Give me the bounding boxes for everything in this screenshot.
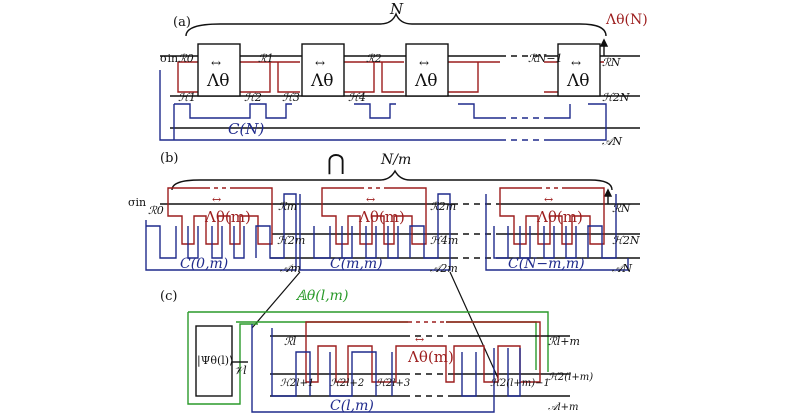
panel-a: (a) N Λθ(N) ↔ Λθ ↔ Λθ ↔ — [159, 0, 648, 148]
svg-text:↔: ↔ — [419, 56, 429, 70]
svg-text:Λθ(m): Λθ(m) — [536, 208, 583, 226]
svg-text:↔: ↔ — [571, 56, 581, 70]
svg-text:Λθ: Λθ — [414, 71, 438, 91]
svg-text:Λθ(m): Λθ(m) — [204, 208, 251, 226]
gate-box — [405, 43, 449, 97]
panel-a-label: (a) — [173, 15, 191, 30]
panel-a-register-path — [177, 61, 604, 93]
svg-text:ℛl+m: ℛl+m — [548, 335, 580, 348]
svg-text:ℛ1: ℛ1 — [258, 52, 274, 65]
gate-box — [197, 43, 241, 97]
svg-text:ℋ3: ℋ3 — [282, 91, 300, 104]
svg-text:𝒜l+m: 𝒜l+m — [548, 402, 579, 413]
svg-text:↔: ↔ — [366, 193, 375, 206]
panel-a-brace — [185, 12, 607, 37]
svg-text:↔: ↔ — [211, 56, 221, 70]
svg-text:ℛ0: ℛ0 — [148, 204, 164, 217]
svg-text:↔: ↔ — [315, 56, 325, 70]
svg-text:ℛ2: ℛ2 — [366, 52, 382, 65]
panel-b-cap: ⋂ — [327, 151, 345, 176]
svg-text:C(N−m,m): C(N−m,m) — [508, 256, 585, 272]
svg-text:ℋ2l+2: ℋ2l+2 — [330, 378, 364, 389]
comb — [145, 193, 297, 271]
svg-text:Λθ(m): Λθ(m) — [358, 208, 405, 226]
panel-a-gates — [197, 43, 601, 97]
panel-a-gate-labels: ↔ Λθ ↔ Λθ ↔ Λθ ↔ Λθ — [206, 56, 590, 91]
svg-text:↔: ↔ — [544, 193, 553, 206]
panel-b-brace — [171, 169, 613, 191]
svg-text:𝒜m: 𝒜m — [280, 262, 301, 275]
svg-text:↔: ↔ — [415, 333, 424, 346]
svg-text:𝒜N: 𝒜N — [602, 135, 622, 148]
svg-text:ℋ2N: ℋ2N — [612, 234, 640, 247]
panel-b-label: (b) — [160, 151, 178, 166]
comb — [485, 194, 629, 271]
svg-text:ℋ1: ℋ1 — [178, 91, 196, 104]
svg-text:ℋ2m: ℋ2m — [277, 234, 305, 247]
svg-text:ℛN: ℛN — [612, 202, 631, 215]
svg-text:ℛ2m: ℛ2m — [430, 200, 456, 213]
svg-text:Λθ: Λθ — [310, 71, 334, 91]
svg-text:ℋ2(l+m): ℋ2(l+m) — [548, 372, 593, 383]
svg-text:𝒜2m: 𝒜2m — [430, 262, 458, 275]
svg-text:ℛm: ℛm — [278, 200, 297, 213]
svg-text:Λθ(m): Λθ(m) — [407, 348, 454, 366]
gate-box — [557, 43, 601, 97]
svg-text:𝒱l: 𝒱l — [234, 364, 247, 377]
svg-text:ℋ2N: ℋ2N — [602, 91, 630, 104]
svg-text:σin: σin — [128, 196, 146, 209]
svg-text:C(m,m): C(m,m) — [330, 256, 383, 272]
svg-text:C(l,m): C(l,m) — [330, 398, 374, 414]
panel-c: (c) 𝔸θ(l,m) |Ψθ(l)⟩ 𝒱l ℛl ℛl+m ↔ Λθ(m) ℋ… — [160, 288, 593, 414]
panel-c-comb — [251, 324, 521, 413]
svg-text:ℋ4m: ℋ4m — [430, 234, 458, 247]
state-box — [195, 325, 233, 397]
panel-a-comb-label: C(N) — [228, 120, 264, 138]
svg-text:ℋ2: ℋ2 — [244, 91, 262, 104]
svg-text:ℛN−1: ℛN−1 — [528, 52, 563, 65]
svg-text:ℛl: ℛl — [284, 335, 297, 348]
panel-c-green-label: 𝔸θ(l,m) — [295, 288, 348, 304]
svg-text:ℛ0: ℛ0 — [178, 52, 194, 65]
svg-text:𝒜N: 𝒜N — [612, 262, 632, 275]
panel-b: (b) ⋂ N/m σin — [128, 151, 640, 275]
panel-a-input: σin — [160, 52, 178, 65]
zoom-lines — [251, 271, 499, 379]
panel-c-label: (c) — [160, 289, 177, 304]
svg-text:ℋ2(l+m)−1: ℋ2(l+m)−1 — [490, 378, 550, 389]
svg-text:Λθ: Λθ — [566, 71, 590, 91]
svg-text:ℛN: ℛN — [602, 56, 621, 69]
comb — [299, 193, 451, 271]
svg-text:ℋ4: ℋ4 — [348, 91, 366, 104]
svg-text:|Ψθ(l)⟩: |Ψθ(l)⟩ — [197, 354, 233, 368]
svg-text:C(0,m): C(0,m) — [180, 256, 228, 272]
svg-text:ℋ2l+3: ℋ2l+3 — [376, 378, 410, 389]
panel-b-combs — [145, 193, 629, 271]
svg-text:↔: ↔ — [212, 193, 221, 206]
svg-text:Λθ: Λθ — [206, 71, 230, 91]
svg-text:ℋ2l+1: ℋ2l+1 — [280, 378, 314, 389]
panel-a-channel-label: Λθ(N) — [605, 12, 648, 28]
gate-box — [301, 43, 345, 97]
svg-text:N/m: N/m — [380, 152, 411, 168]
panel-a-brace-label: N — [389, 0, 404, 18]
